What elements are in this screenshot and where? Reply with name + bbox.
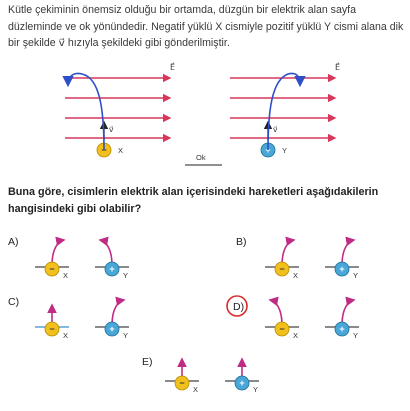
trajectory-arrow bbox=[111, 296, 126, 326]
particle-x bbox=[274, 321, 290, 337]
question-text: Buna göre, cisimlerin elektrik alan içer… bbox=[8, 186, 379, 215]
particle-label: X bbox=[293, 271, 298, 280]
field-diagram: E⃗ v⃗ − X E⃗ v⃗ + Y Ok bbox=[62, 62, 340, 166]
trajectory-arrow bbox=[341, 236, 356, 266]
particle-charge: − bbox=[279, 324, 284, 334]
handwritten-trajectory-right bbox=[267, 72, 306, 151]
particle-charge: − bbox=[179, 378, 184, 388]
trajectory-arrow bbox=[268, 296, 283, 326]
particle-label: X bbox=[63, 331, 68, 340]
handwritten-trajectory-left bbox=[62, 72, 105, 151]
particle-x bbox=[174, 375, 190, 391]
intro-paragraph: Kütle çekiminin önemsiz olduğu bir ortam… bbox=[8, 4, 404, 49]
particle-y-label: Y bbox=[282, 146, 287, 155]
particle-x bbox=[44, 321, 60, 337]
particle-charge: + bbox=[109, 264, 114, 274]
option-letter: E) bbox=[142, 356, 153, 368]
particle-y bbox=[104, 261, 120, 277]
particle-label: Y bbox=[353, 331, 358, 340]
handwritten-answer-circle bbox=[226, 295, 248, 317]
trajectory-arrow bbox=[281, 236, 296, 266]
field-label-left: E⃗ bbox=[170, 62, 175, 72]
particle-label: Y bbox=[123, 331, 128, 340]
particle-charge: + bbox=[339, 324, 344, 334]
particle-label: X bbox=[193, 385, 198, 394]
trajectory-arrow bbox=[98, 236, 113, 266]
field-label-right: E⃗ bbox=[335, 62, 340, 72]
answer-option[interactable]: C) −X + Y bbox=[8, 296, 129, 340]
particle-x-label: X bbox=[118, 146, 123, 155]
ground-label: Ok bbox=[196, 153, 206, 162]
particle-charge: − bbox=[279, 264, 284, 274]
particle-label: X bbox=[293, 331, 298, 340]
particle-y bbox=[334, 321, 350, 337]
answer-options: A)−X+YB)−X+YC)−X+YD)−X+YE)−X+Y bbox=[8, 236, 359, 394]
particle-x bbox=[274, 261, 290, 277]
particle-y bbox=[104, 321, 120, 337]
particle-charge: + bbox=[239, 378, 244, 388]
option-letter: C) bbox=[8, 296, 19, 308]
particle-charge: + bbox=[109, 324, 114, 334]
particle-label: Y bbox=[253, 385, 258, 394]
particle-y bbox=[234, 375, 250, 391]
particle-charge: − bbox=[49, 264, 54, 274]
particle-charge: + bbox=[339, 264, 344, 274]
particle-y bbox=[334, 261, 350, 277]
velocity-label-left: v⃗ bbox=[109, 125, 114, 134]
option-letter: A) bbox=[8, 236, 19, 248]
option-letter: D) bbox=[233, 301, 244, 313]
answer-option[interactable]: D) −X + Y bbox=[233, 296, 359, 340]
answer-option[interactable]: A) −X + Y bbox=[8, 236, 129, 280]
particle-label: Y bbox=[353, 271, 358, 280]
answer-option[interactable]: E) −X + Y bbox=[142, 356, 259, 394]
answer-option[interactable]: B) −X + Y bbox=[236, 236, 359, 280]
velocity-label-right: v⃗ bbox=[273, 125, 278, 134]
particle-charge: − bbox=[49, 324, 54, 334]
particle-x bbox=[44, 261, 60, 277]
particle-label: X bbox=[63, 271, 68, 280]
left-field-lines bbox=[65, 73, 172, 143]
particle-label: Y bbox=[123, 271, 128, 280]
option-letter: B) bbox=[236, 236, 247, 248]
trajectory-arrow bbox=[341, 296, 356, 326]
right-field-lines bbox=[230, 73, 337, 143]
trajectory-arrow bbox=[51, 236, 66, 266]
